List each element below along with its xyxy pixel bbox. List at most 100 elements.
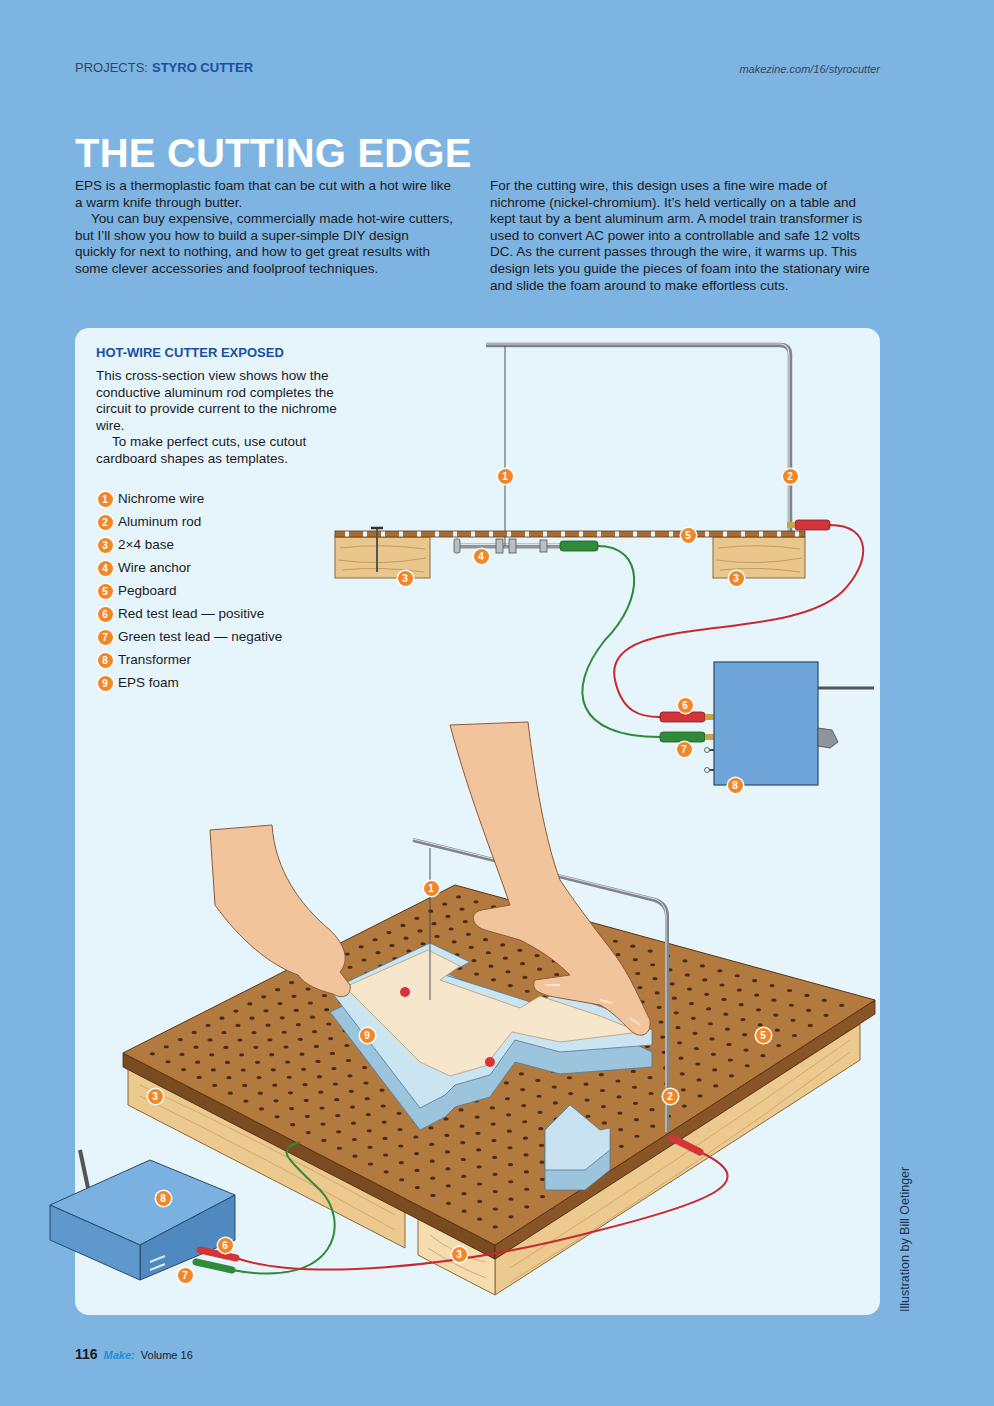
pegboard-hole — [294, 1009, 299, 1012]
pegboard-hole — [490, 1106, 495, 1109]
callout-number: 1 — [498, 469, 513, 484]
pegboard-hole — [197, 1076, 202, 1079]
legend-entry: Aluminum rod — [118, 513, 201, 531]
pegboard-hole — [669, 532, 673, 537]
pegboard-hole — [283, 1045, 288, 1048]
pegboard-hole — [321, 1139, 326, 1142]
pegboard-hole — [685, 973, 690, 976]
pegboard-hole — [655, 991, 660, 994]
pegboard-hole — [540, 1178, 545, 1181]
pegboard-hole — [398, 1144, 403, 1147]
pegboard-hole — [324, 1008, 329, 1011]
pegboard-hole — [670, 982, 675, 985]
pegboard-hole — [634, 1118, 639, 1121]
callout-number: 3 — [452, 1247, 467, 1262]
pegboard-hole — [552, 1085, 557, 1088]
transformer — [150, 1256, 165, 1270]
pegboard-hole — [221, 1031, 226, 1034]
pegboard-hole — [706, 1007, 711, 1010]
pegboard-hole — [524, 1188, 529, 1191]
pegboard-hole — [471, 532, 475, 537]
pegboard-hole — [726, 1043, 731, 1046]
pegboard-hole — [299, 1053, 304, 1056]
pegboard-hole — [742, 1033, 747, 1036]
pegboard-hole — [444, 1134, 449, 1137]
pegboard-hole — [477, 1217, 482, 1220]
pegboard-hole — [602, 1121, 607, 1124]
pegboard-hole — [554, 973, 559, 976]
hand — [210, 825, 350, 997]
pegboard-hole — [251, 1031, 256, 1034]
pegboard-hole — [682, 1104, 687, 1107]
pegboard-hole — [539, 1161, 544, 1164]
pegboard-hole — [308, 1001, 313, 1004]
panel-body: To make perfect cuts, use cutout cardboa… — [96, 434, 346, 467]
pegboard-hole — [756, 1008, 761, 1011]
pegboard-hole — [633, 958, 638, 961]
pegboard-hole — [613, 940, 618, 943]
pegboard-hole — [735, 974, 740, 977]
pegboard-hole — [458, 1108, 463, 1111]
pegboard-hole — [414, 1152, 419, 1155]
pegboard-hole — [298, 1038, 303, 1041]
pegboard-hole — [561, 532, 565, 537]
pegboard-hole — [164, 1045, 169, 1048]
pegboard-hole — [517, 949, 522, 952]
callout-number: 6 — [98, 607, 113, 622]
pegboard-hole — [211, 1068, 216, 1071]
pegboard-hole — [429, 1143, 434, 1146]
wire-anchor — [509, 539, 516, 553]
pegboard-hole — [483, 938, 488, 941]
callout-number: 8 — [728, 778, 743, 793]
pegboard-hole — [651, 532, 655, 537]
pegboard-hole — [525, 532, 529, 537]
pegboard-hole — [301, 1068, 306, 1071]
pegboard-hole — [723, 532, 727, 537]
pegboard-hole — [697, 1094, 702, 1097]
pegboard-hole — [491, 978, 496, 981]
pegboard-hole — [473, 900, 478, 903]
pegboard-hole — [674, 1011, 679, 1014]
pegboard-hole — [471, 959, 476, 962]
pegboard-hole — [739, 1003, 744, 1006]
pegboard-hole — [379, 1089, 384, 1092]
pegboard-hole — [615, 1079, 620, 1082]
transformer — [50, 1205, 140, 1280]
pegboard-hole — [777, 532, 781, 537]
pegboard-hole — [543, 532, 547, 537]
transformer — [140, 1195, 235, 1280]
callout-number: 5 — [681, 528, 696, 543]
magazine-name: Make: — [104, 1349, 135, 1361]
pegboard-hole — [493, 1208, 498, 1211]
intro-text: You can buy expensive, commercially made… — [75, 211, 453, 277]
pegboard-hole — [461, 1158, 466, 1161]
pegboard-hole — [289, 981, 294, 984]
pegboard-hole — [637, 986, 642, 989]
transformer — [80, 1150, 88, 1188]
pegboard-hole — [274, 1115, 279, 1118]
pegboard-hole — [492, 1156, 497, 1159]
pegboard-hole — [691, 1017, 696, 1020]
section-label: PROJECTS: — [75, 60, 148, 75]
red-test-lead — [795, 520, 830, 530]
pegboard-hole — [431, 922, 436, 925]
pegboard-hole — [537, 968, 542, 971]
pegboard — [345, 532, 799, 537]
pegboard-hole — [808, 1024, 813, 1027]
pegboard-hole — [822, 999, 827, 1002]
pegboard-hole — [477, 1182, 482, 1185]
pegboard-hole — [253, 1046, 258, 1049]
wire-anchor — [505, 537, 506, 546]
pegboard-hole — [267, 1038, 272, 1041]
perspective-view — [50, 722, 875, 1295]
pegboard-hole — [306, 1131, 311, 1134]
pegboard-hole — [537, 1111, 542, 1114]
pegboard-hole — [275, 988, 280, 991]
pegboard-hole — [237, 1038, 242, 1041]
pegboard-hole — [375, 951, 380, 954]
pegboard-hole — [658, 1020, 663, 1023]
pegboard-hole — [723, 1013, 728, 1016]
pegboard-hole — [255, 1061, 260, 1064]
pegboard-hole — [361, 958, 366, 961]
pegboard-hole — [787, 989, 792, 992]
